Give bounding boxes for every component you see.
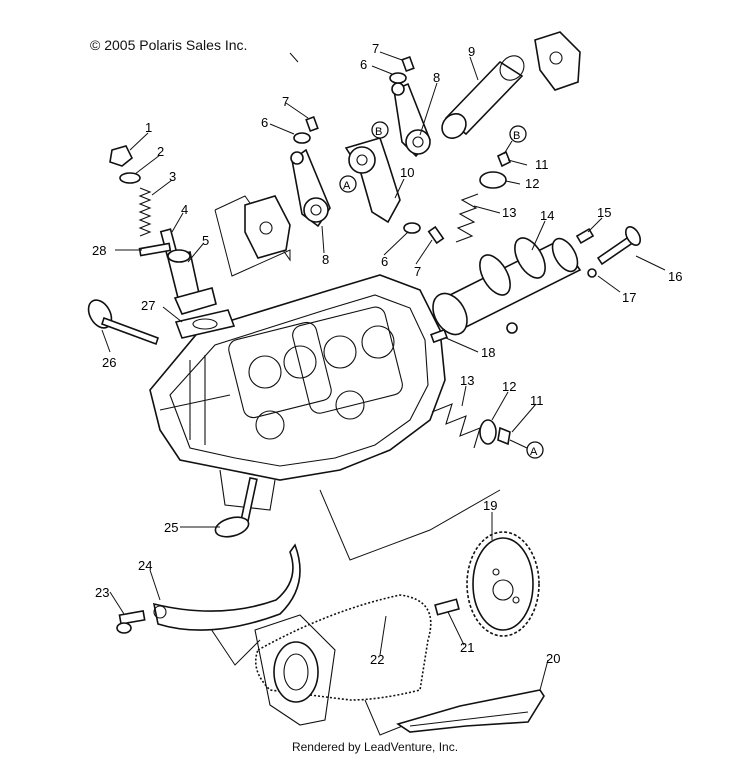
exhaust-valve-icon bbox=[214, 476, 258, 538]
callout-7: 7 bbox=[282, 94, 289, 109]
callout-4: 4 bbox=[181, 202, 188, 217]
washer-icon bbox=[119, 172, 141, 184]
callout-6: 6 bbox=[261, 115, 268, 130]
tensioner-icon bbox=[167, 249, 217, 315]
intake-valve-icon bbox=[87, 299, 160, 346]
callout-22: 22 bbox=[370, 652, 384, 667]
ref-a-bottom: A bbox=[530, 446, 538, 458]
ref-a-circle-bottom bbox=[526, 441, 544, 459]
callout-16: 16 bbox=[668, 269, 682, 284]
bolt-28-icon bbox=[138, 242, 172, 257]
callout-6b: 6 bbox=[360, 57, 367, 72]
pin-18-icon bbox=[430, 328, 448, 344]
valve-keeper-lower-icon bbox=[497, 426, 511, 446]
ref-b-right: B bbox=[513, 130, 520, 142]
camshaft-icon bbox=[432, 237, 582, 336]
valve-spring-icon bbox=[455, 193, 479, 243]
gasket-icon bbox=[174, 309, 236, 339]
callout-9: 9 bbox=[468, 44, 475, 59]
ref-b-circle-right bbox=[509, 125, 527, 143]
ref-b-circle-left bbox=[371, 121, 389, 139]
cam-sprocket-icon bbox=[466, 531, 540, 637]
callout-12: 12 bbox=[525, 176, 539, 191]
callout-11b: 11 bbox=[530, 393, 544, 408]
callout-labels: 1 2 3 4 5 6 6 6 7 7 7 8 8 9 10 11 11 12 … bbox=[92, 41, 682, 667]
callout-8b: 8 bbox=[322, 252, 329, 267]
callout-27: 27 bbox=[141, 298, 155, 313]
callout-7c: 7 bbox=[414, 264, 421, 279]
decompressor-shaft-icon bbox=[596, 226, 642, 266]
callout-21: 21 bbox=[460, 640, 474, 655]
group-outline-guide bbox=[364, 699, 406, 736]
chain-guide-icon bbox=[396, 689, 545, 733]
callout-6c: 6 bbox=[381, 254, 388, 269]
tensioner-spring-icon bbox=[138, 187, 152, 237]
ref-b-left: B bbox=[375, 126, 382, 138]
rocker-bracket-left-icon bbox=[244, 195, 291, 259]
group-outline-head-chain bbox=[319, 489, 501, 561]
crank-sprocket-icon bbox=[254, 614, 336, 726]
callout-13b: 13 bbox=[460, 373, 474, 388]
callout-1: 1 bbox=[145, 120, 152, 135]
sprocket-bolt-icon bbox=[434, 598, 460, 616]
bolt-icon bbox=[109, 145, 134, 167]
callout-7b: 7 bbox=[372, 41, 379, 56]
callout-20: 20 bbox=[546, 651, 560, 666]
callout-12b: 12 bbox=[502, 379, 516, 394]
callout-8: 8 bbox=[433, 70, 440, 85]
rocker-bracket-icon bbox=[534, 31, 581, 91]
clip-17-icon bbox=[587, 268, 597, 278]
callout-24: 24 bbox=[138, 558, 152, 573]
group-outline-rocker-a bbox=[214, 195, 291, 277]
tensioner-blade-icon bbox=[152, 543, 301, 631]
footer-credit: Rendered by LeadVenture, Inc. bbox=[291, 740, 459, 754]
rocker-shaft-icon bbox=[441, 55, 525, 139]
ref-a-top: A bbox=[343, 180, 351, 192]
callout-2: 2 bbox=[157, 144, 164, 159]
reference-markers: A A B B bbox=[339, 121, 544, 459]
valve-keeper-icon bbox=[496, 150, 512, 168]
callout-14: 14 bbox=[540, 208, 554, 223]
callout-5: 5 bbox=[202, 233, 209, 248]
callout-10: 10 bbox=[400, 165, 414, 180]
callout-25: 25 bbox=[164, 520, 178, 535]
spring-retainer-icon bbox=[479, 171, 507, 189]
copyright-text: © 2005 Polaris Sales Inc. bbox=[90, 37, 248, 53]
nut-icon bbox=[506, 322, 518, 334]
callout-18: 18 bbox=[481, 345, 495, 360]
spring-retainer-lower-icon bbox=[479, 419, 497, 445]
rocker-arm-right-icon bbox=[391, 82, 431, 158]
rocker-arm-10-icon bbox=[344, 137, 401, 224]
callout-17: 17 bbox=[622, 290, 636, 305]
callout-23: 23 bbox=[95, 585, 109, 600]
pin-15-icon bbox=[575, 227, 595, 245]
callout-11: 11 bbox=[535, 157, 549, 172]
ref-a-circle-top bbox=[339, 175, 357, 193]
callout-26: 26 bbox=[102, 355, 116, 370]
callout-15: 15 bbox=[597, 205, 611, 220]
leader-lines bbox=[101, 51, 666, 691]
callout-19: 19 bbox=[483, 498, 497, 513]
callout-3: 3 bbox=[169, 169, 176, 184]
callout-13: 13 bbox=[502, 205, 516, 220]
valve-spring-lower-icon bbox=[431, 403, 481, 449]
adjuster-screw-icon bbox=[293, 55, 445, 245]
rocker-arm-left-icon bbox=[290, 148, 331, 228]
pivot-bolt-icon bbox=[116, 610, 146, 634]
callout-28: 28 bbox=[92, 243, 106, 258]
group-outline-tensioner bbox=[204, 619, 261, 666]
